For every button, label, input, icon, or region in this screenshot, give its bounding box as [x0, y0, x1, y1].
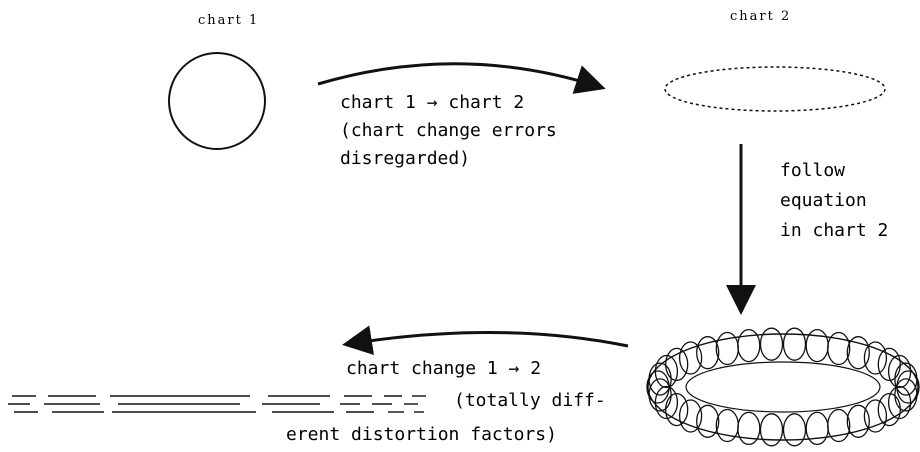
tangle-loop — [715, 331, 739, 366]
tangle-loop — [827, 331, 851, 366]
tangle-loop — [654, 354, 679, 389]
tangle-loop — [665, 392, 689, 427]
chart1-label: chart 1 — [198, 13, 259, 28]
tangle-loop — [887, 354, 912, 389]
tangle-loop — [863, 341, 888, 375]
chart2-ellipse — [664, 66, 886, 112]
tangle-loop — [863, 399, 888, 433]
tangle-loop — [782, 413, 807, 447]
bottom-arrow-line1: chart change 1 → 2 — [346, 358, 541, 379]
tangle-loop — [877, 347, 901, 382]
tangle-loop — [805, 328, 829, 363]
tangle-loop — [678, 399, 703, 433]
top-transition-arrow — [317, 62, 606, 94]
top-arrow-line3: disregarded) — [340, 148, 470, 169]
tangle-loop — [827, 408, 851, 443]
tangle-loop — [887, 385, 912, 420]
top-arrow-line2: (chart change errors — [340, 120, 557, 141]
bottom-transition-arrow — [342, 325, 629, 356]
bottom-arrow-line3: erent distortion factors) — [286, 424, 557, 445]
tangle-loop — [846, 336, 870, 370]
down-arrow-line1: follow — [780, 160, 845, 181]
tangle-loop — [805, 411, 829, 446]
tangle-loop — [782, 327, 807, 361]
tangled-ellipse — [646, 327, 920, 447]
down-arrow-line3: in chart 2 — [780, 220, 888, 241]
down-arrow-line2: equation — [780, 190, 867, 211]
tangle-loop — [696, 404, 720, 438]
tangle-loop — [737, 328, 761, 363]
tangle-loop — [759, 327, 784, 361]
tangle-loop — [737, 411, 761, 446]
tangle-loop — [846, 404, 870, 438]
distorted-dashed-ellipse — [8, 395, 426, 413]
bottom-arrow-line2: (totally diff- — [454, 390, 606, 411]
tangle-loop — [894, 362, 918, 396]
tangle-loop — [665, 347, 689, 382]
tangle-loop — [715, 408, 739, 443]
chart1-circle — [168, 52, 266, 150]
tangle-loop — [759, 413, 784, 447]
tangle-loop — [877, 392, 901, 427]
chart2-label: chart 2 — [730, 9, 791, 24]
tangle-loop — [648, 362, 672, 396]
tangle-loop — [678, 341, 703, 375]
top-arrow-line1: chart 1 → chart 2 — [340, 92, 524, 113]
tangle-loop — [696, 336, 720, 370]
tangle-loop — [894, 378, 918, 412]
